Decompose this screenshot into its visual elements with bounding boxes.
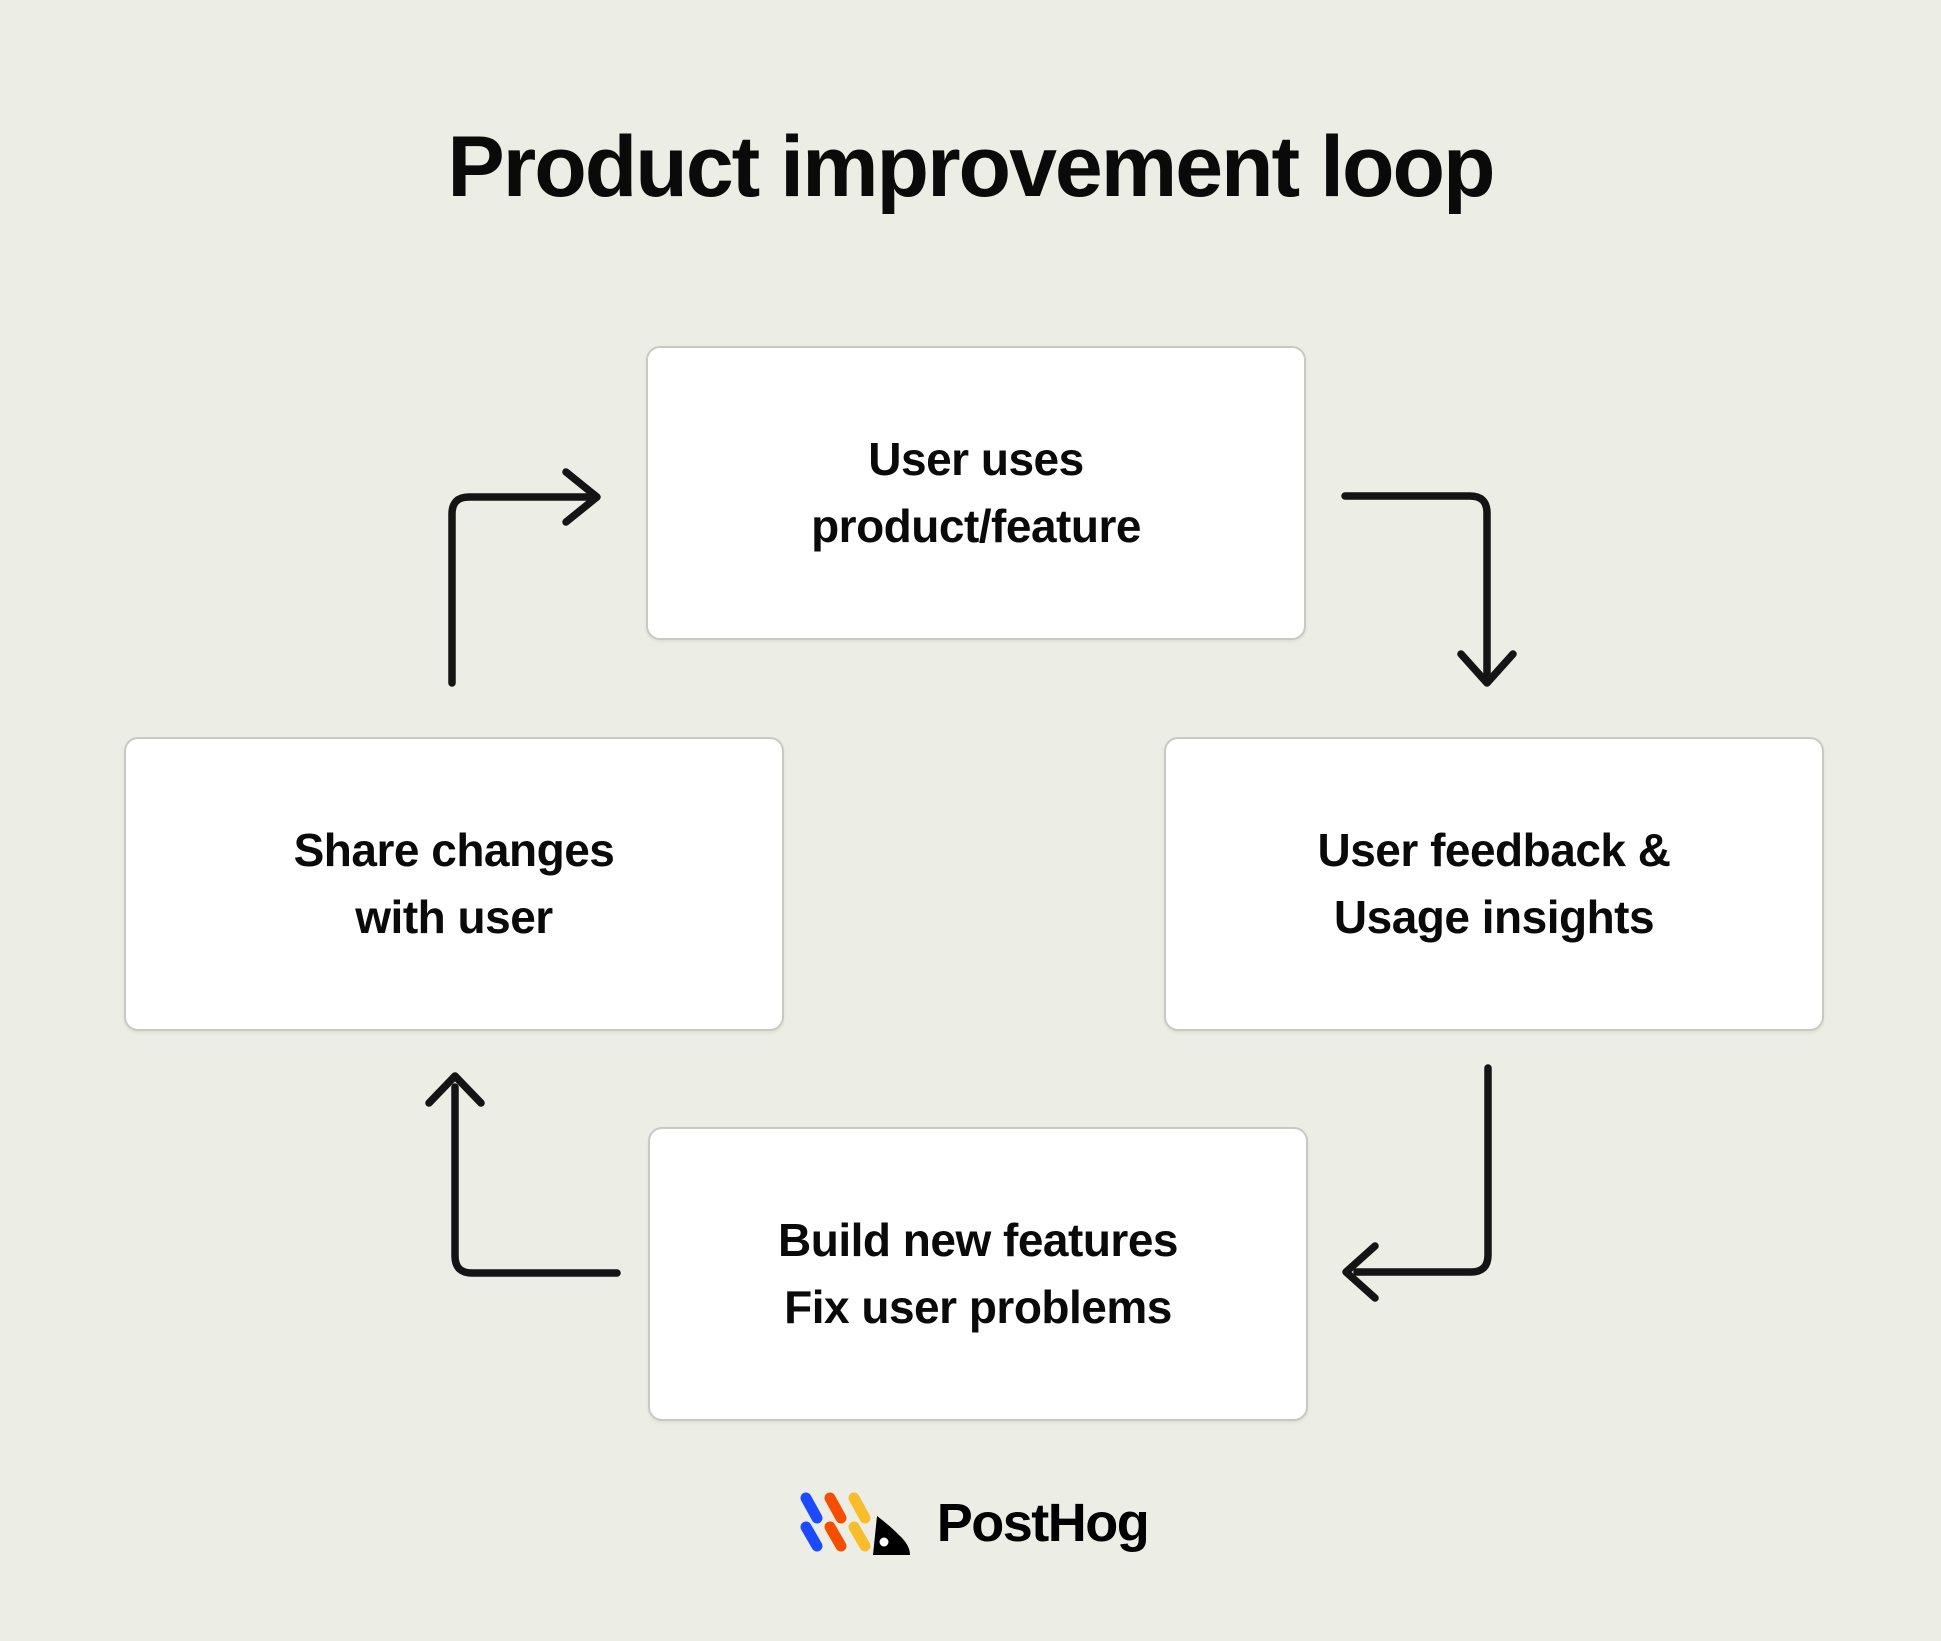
node-label-line: Share changes bbox=[293, 824, 615, 877]
logo-hedgehog-eye bbox=[879, 1537, 889, 1547]
arrow-build-to-share bbox=[425, 1072, 621, 1277]
logo-stripes-orange bbox=[824, 1492, 847, 1552]
node-label-line: with user bbox=[355, 891, 553, 943]
node-label-line: User uses bbox=[868, 433, 1084, 486]
node-label-line: Usage insights bbox=[1333, 891, 1655, 943]
node-user-feedback-insights: User feedback & Usage insights bbox=[1164, 737, 1824, 1031]
node-label-line: User feedback & bbox=[1317, 824, 1672, 877]
page-title: Product improvement loop bbox=[447, 119, 1495, 215]
logo-hedgehog-head bbox=[872, 1516, 910, 1555]
logo-stripes-yellow bbox=[848, 1492, 871, 1552]
node-build-features-fix-problems: Build new features Fix user problems bbox=[648, 1127, 1308, 1421]
logo-stripes-blue bbox=[800, 1492, 823, 1552]
node-label-line: Build new features bbox=[778, 1214, 1178, 1267]
posthog-logo: PostHog bbox=[0, 1478, 1941, 1568]
posthog-hedgehog-icon bbox=[800, 1492, 910, 1555]
node-user-uses-product: User uses product/feature bbox=[646, 346, 1306, 640]
node-label-line: Fix user problems bbox=[784, 1281, 1172, 1333]
posthog-logo-text: PostHog bbox=[936, 1493, 1150, 1553]
arrow-share-to-uses bbox=[448, 468, 601, 687]
arrow-uses-to-feedback bbox=[1341, 492, 1517, 687]
arrow-feedback-to-build bbox=[1342, 1064, 1492, 1302]
node-share-changes: Share changes with user bbox=[124, 737, 784, 1031]
node-label-line: product/feature bbox=[811, 500, 1141, 552]
